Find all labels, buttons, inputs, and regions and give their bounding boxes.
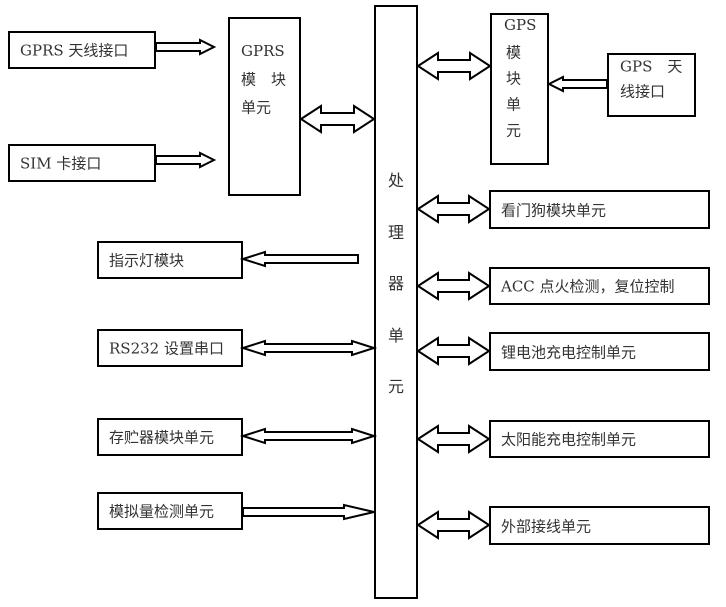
gprs-antenna-label: GPRS 天线接口	[20, 41, 129, 60]
sim-card-interface: SIM 卡接口	[8, 144, 156, 182]
right-module-acc: ACC 点火检测，复位控制	[489, 267, 710, 305]
gps-antenna-interface: GPS 天 线接口	[607, 53, 696, 117]
right-module-solar: 太阳能充电控制单元	[489, 420, 710, 458]
gps-module-label-line: 元	[506, 121, 522, 140]
gps-module-label-line: 单	[506, 95, 522, 114]
left-module-rs232: RS232 设置串口	[97, 329, 243, 367]
arrow-gps-antenna-to-module	[546, 75, 608, 93]
right-module-external: 外部接线单元	[489, 506, 710, 545]
right-module-label: 看门狗模块单元	[501, 201, 607, 219]
gprs-module-label-line2: 模 块	[241, 70, 287, 89]
arrow-processor-to-indicator	[239, 250, 359, 268]
right-module-label: ACC 点火检测，复位控制	[501, 277, 675, 296]
right-module-label: 外部接线单元	[501, 517, 592, 535]
arrow-right-module-3	[416, 424, 491, 454]
arrow-right-module-2	[416, 336, 491, 366]
processor-label-char: 单	[387, 326, 404, 345]
sim-label: SIM 卡接口	[20, 154, 102, 173]
processor-label-char: 元	[387, 377, 404, 396]
left-module-label: RS232 设置串口	[109, 339, 224, 358]
arrow-sim-to-gprs-module	[155, 151, 217, 169]
gprs-module-label-line1: GPRS	[241, 42, 285, 60]
arrow-gprs-antenna-to-module	[155, 38, 217, 56]
left-module-storage: 存贮器模块单元	[97, 418, 243, 456]
left-module-label: 模拟量检测单元	[109, 502, 215, 521]
gps-module-label-line: GPS	[504, 16, 537, 34]
arrow-right-module-4	[416, 510, 491, 540]
arrow-storage-processor	[239, 427, 378, 445]
right-module-watchdog: 看门狗模块单元	[489, 190, 710, 229]
right-module-label: 锂电池充电控制单元	[501, 343, 637, 361]
arrow-right-module-1	[416, 271, 491, 301]
processor-label-char: 理	[387, 223, 404, 242]
left-module-analog: 模拟量检测单元	[97, 492, 243, 530]
gps-antenna-label-line2: 线接口	[620, 82, 666, 101]
processor-label-char: 处	[387, 171, 404, 190]
gps-module-label-line: 块	[506, 69, 522, 88]
left-module-label: 指示灯模块	[109, 251, 185, 270]
gprs-antenna-interface: GPRS 天线接口	[8, 31, 156, 69]
right-module-lithium: 锂电池充电控制单元	[489, 332, 710, 371]
left-module-indicator: 指示灯模块	[97, 241, 243, 279]
gps-antenna-label-line1: GPS 天	[620, 57, 683, 76]
left-module-label: 存贮器模块单元	[109, 428, 215, 447]
arrow-gps-module-processor	[416, 51, 492, 81]
gprs-module-label-line3: 单元	[241, 98, 272, 117]
arrow-rs232-processor	[239, 339, 378, 357]
processor-unit: 处 理 器 单 元	[374, 5, 418, 599]
arrow-right-module-0	[416, 194, 491, 224]
gprs-module-unit: GPRS 模 块 单元	[228, 17, 301, 196]
arrow-gprs-module-processor	[299, 104, 376, 134]
processor-label-char: 器	[387, 274, 404, 293]
right-module-label: 太阳能充电控制单元	[501, 430, 637, 449]
gps-module-unit: GPS 模 块 单 元	[490, 13, 549, 165]
gps-module-label-line: 模	[506, 43, 522, 62]
arrow-analog-to-processor	[242, 503, 375, 521]
